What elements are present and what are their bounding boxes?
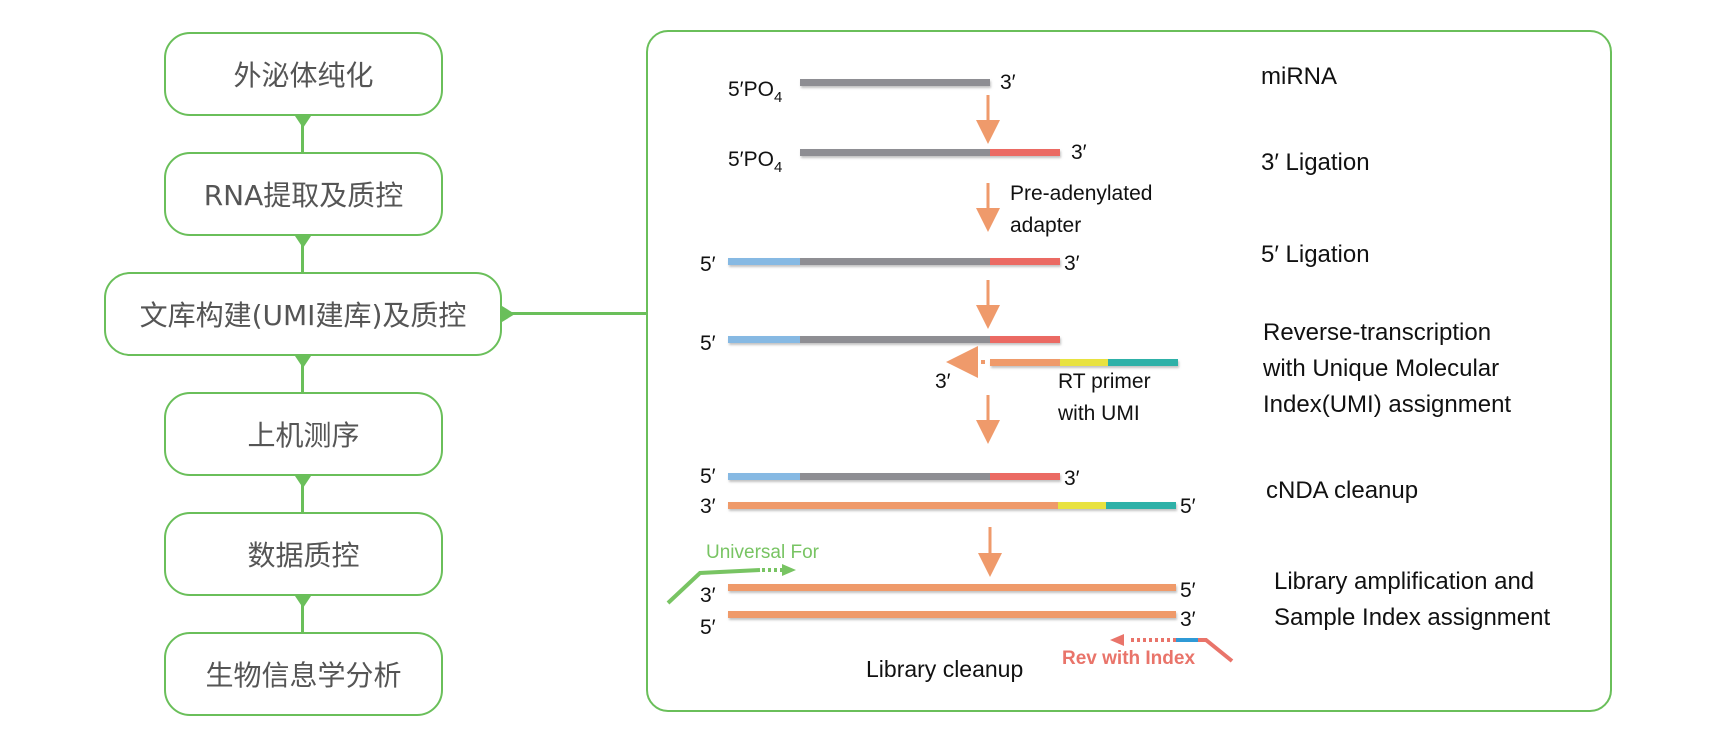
stage-label-rt-2: with Unique Molecular <box>1262 355 1499 382</box>
segment-3p-adapter <box>990 149 1060 156</box>
step-label: 数据质控 <box>247 539 360 572</box>
arrow-head-icon <box>502 306 515 322</box>
stage-label-mirna: miRNA <box>1261 63 1337 90</box>
workflow-step-library-construction: 文库构建(UMI建库)及质控 <box>104 272 502 356</box>
connector-line <box>301 356 304 392</box>
stage-label-3p-ligation: 3′ Ligation <box>1261 149 1370 176</box>
label-3p: 3′ <box>1000 71 1016 94</box>
stage-label-cdna-cleanup: cNDA cleanup <box>1266 477 1418 504</box>
workflow-step-data-qc: 数据质控 <box>164 512 443 596</box>
step-label: 文库构建(UMI建库)及质控 <box>139 299 467 332</box>
universal-primer-icon <box>666 568 761 605</box>
workflow-step-sequencing: 上机测序 <box>164 392 443 476</box>
label-3p: 3′ <box>1064 467 1080 490</box>
strand-template <box>728 336 1060 343</box>
annotation-library-cleanup: Library cleanup <box>866 656 1023 682</box>
segment-umi <box>1060 359 1108 366</box>
label-5p: 5′ <box>700 465 716 488</box>
stage-label-library-amp-2: Sample Index assignment <box>1274 604 1550 631</box>
strand-3p-ligated <box>800 149 1060 156</box>
arrow-left-icon <box>1110 634 1124 646</box>
connector-line <box>301 116 304 152</box>
segment-rt-cdna <box>990 359 1060 366</box>
arrow-right-icon <box>782 564 796 576</box>
annotation-pre-adenylated: Pre-adenylated <box>1010 182 1152 205</box>
stage-label-library-amp: Library amplification and <box>1274 568 1534 595</box>
step-label: 上机测序 <box>247 419 360 452</box>
label-3p: 3′ <box>1180 608 1196 631</box>
workflow-step-bioinformatics: 生物信息学分析 <box>164 632 443 716</box>
strand-cdna <box>728 502 1176 509</box>
label-3p: 3′ <box>1071 141 1087 164</box>
strand-5p-ligated <box>728 258 1060 265</box>
label-5p: 5′ <box>700 332 716 355</box>
library-strand-top <box>728 584 1176 591</box>
segment-cdna <box>728 584 1176 591</box>
label-3p: 3′ <box>1064 252 1080 275</box>
segment-mirna <box>800 336 990 343</box>
label-5p: 5′ <box>1180 579 1196 602</box>
segment-cdna <box>728 502 1058 509</box>
label-5p: 5′ <box>1180 495 1196 518</box>
label-5p: 5′ <box>700 253 716 276</box>
annotation-rt-primer: RT primer <box>1058 370 1151 393</box>
rt-primer <box>990 359 1178 366</box>
annotation-rev-with-index: Rev with Index <box>1062 648 1195 669</box>
connector-line <box>301 236 304 272</box>
label-3p: 3′ <box>935 370 951 393</box>
segment-umi <box>1058 502 1106 509</box>
segment-rt-adapter <box>1106 502 1176 509</box>
workflow-step-exosome-purification: 外泌体纯化 <box>164 32 443 116</box>
segment-3p-adapter <box>990 336 1060 343</box>
annotation-with-umi: with UMI <box>1057 402 1140 425</box>
stage-label-rt-3: Index(UMI) assignment <box>1263 391 1511 418</box>
segment-cdna <box>728 611 1176 618</box>
label-5p-po4: 5′PO4 <box>728 78 782 106</box>
step-label: RNA提取及质控 <box>203 179 404 212</box>
annotation-universal-for: Universal For <box>706 542 820 563</box>
segment-5p-adapter <box>728 336 800 343</box>
segment-5p-adapter <box>728 258 800 265</box>
stage-label-5p-ligation: 5′ Ligation <box>1261 241 1370 268</box>
strand-mirna <box>800 79 990 86</box>
segment-mirna <box>800 79 990 86</box>
connector-line <box>301 476 304 512</box>
strand-template <box>728 473 1060 480</box>
label-3p: 3′ <box>700 584 716 607</box>
segment-rt-adapter <box>1108 359 1178 366</box>
label-5p-po4: 5′PO4 <box>728 148 782 176</box>
stage-label-rt: Reverse-transcription <box>1263 319 1491 346</box>
segment-index <box>1176 638 1198 642</box>
library-strand-bottom <box>728 611 1176 618</box>
label-3p: 3′ <box>700 495 716 518</box>
step-label: 外泌体纯化 <box>233 59 374 92</box>
segment-3p-adapter <box>990 473 1060 480</box>
label-5p: 5′ <box>700 616 716 639</box>
library-construction-detail-panel <box>646 30 1612 712</box>
segment-mirna <box>800 473 990 480</box>
segment-mirna <box>800 258 990 265</box>
connector-line <box>301 596 304 632</box>
connector-line <box>510 312 648 315</box>
segment-5p-adapter <box>728 473 800 480</box>
segment-3p-adapter <box>990 258 1060 265</box>
annotation-adapter: adapter <box>1010 214 1081 237</box>
segment-mirna <box>800 149 990 156</box>
step-label: 生物信息学分析 <box>205 659 402 692</box>
workflow-step-rna-extraction-qc: RNA提取及质控 <box>164 152 443 236</box>
